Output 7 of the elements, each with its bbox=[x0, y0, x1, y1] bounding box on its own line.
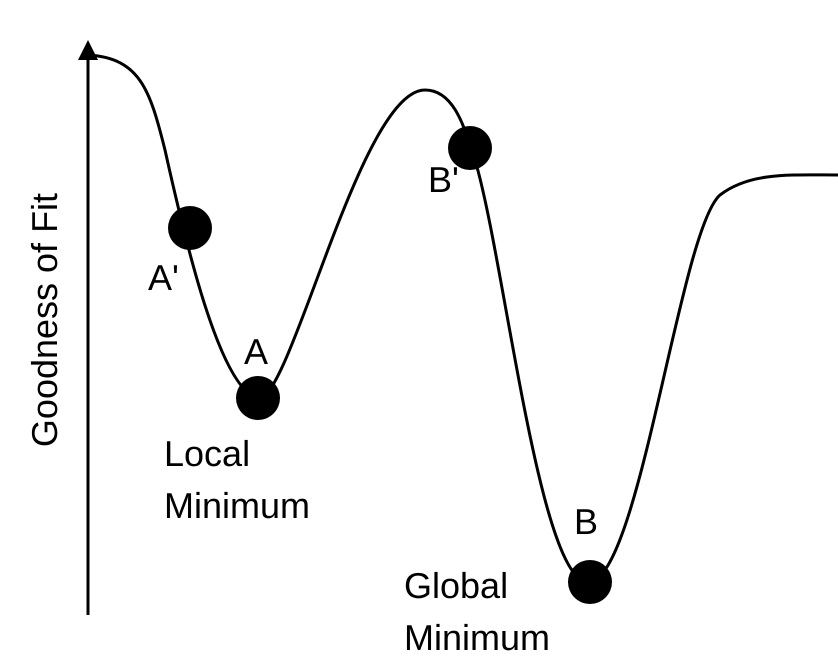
point-label: B bbox=[574, 500, 598, 544]
axis-label: Goodness of Fit bbox=[23, 192, 66, 448]
point-label: A bbox=[244, 330, 268, 374]
point-label: A' bbox=[148, 256, 179, 300]
point-label: B' bbox=[428, 158, 459, 202]
annotation-text: Local Minimum bbox=[164, 432, 312, 528]
annotation-text: Global Minimum bbox=[404, 564, 552, 660]
